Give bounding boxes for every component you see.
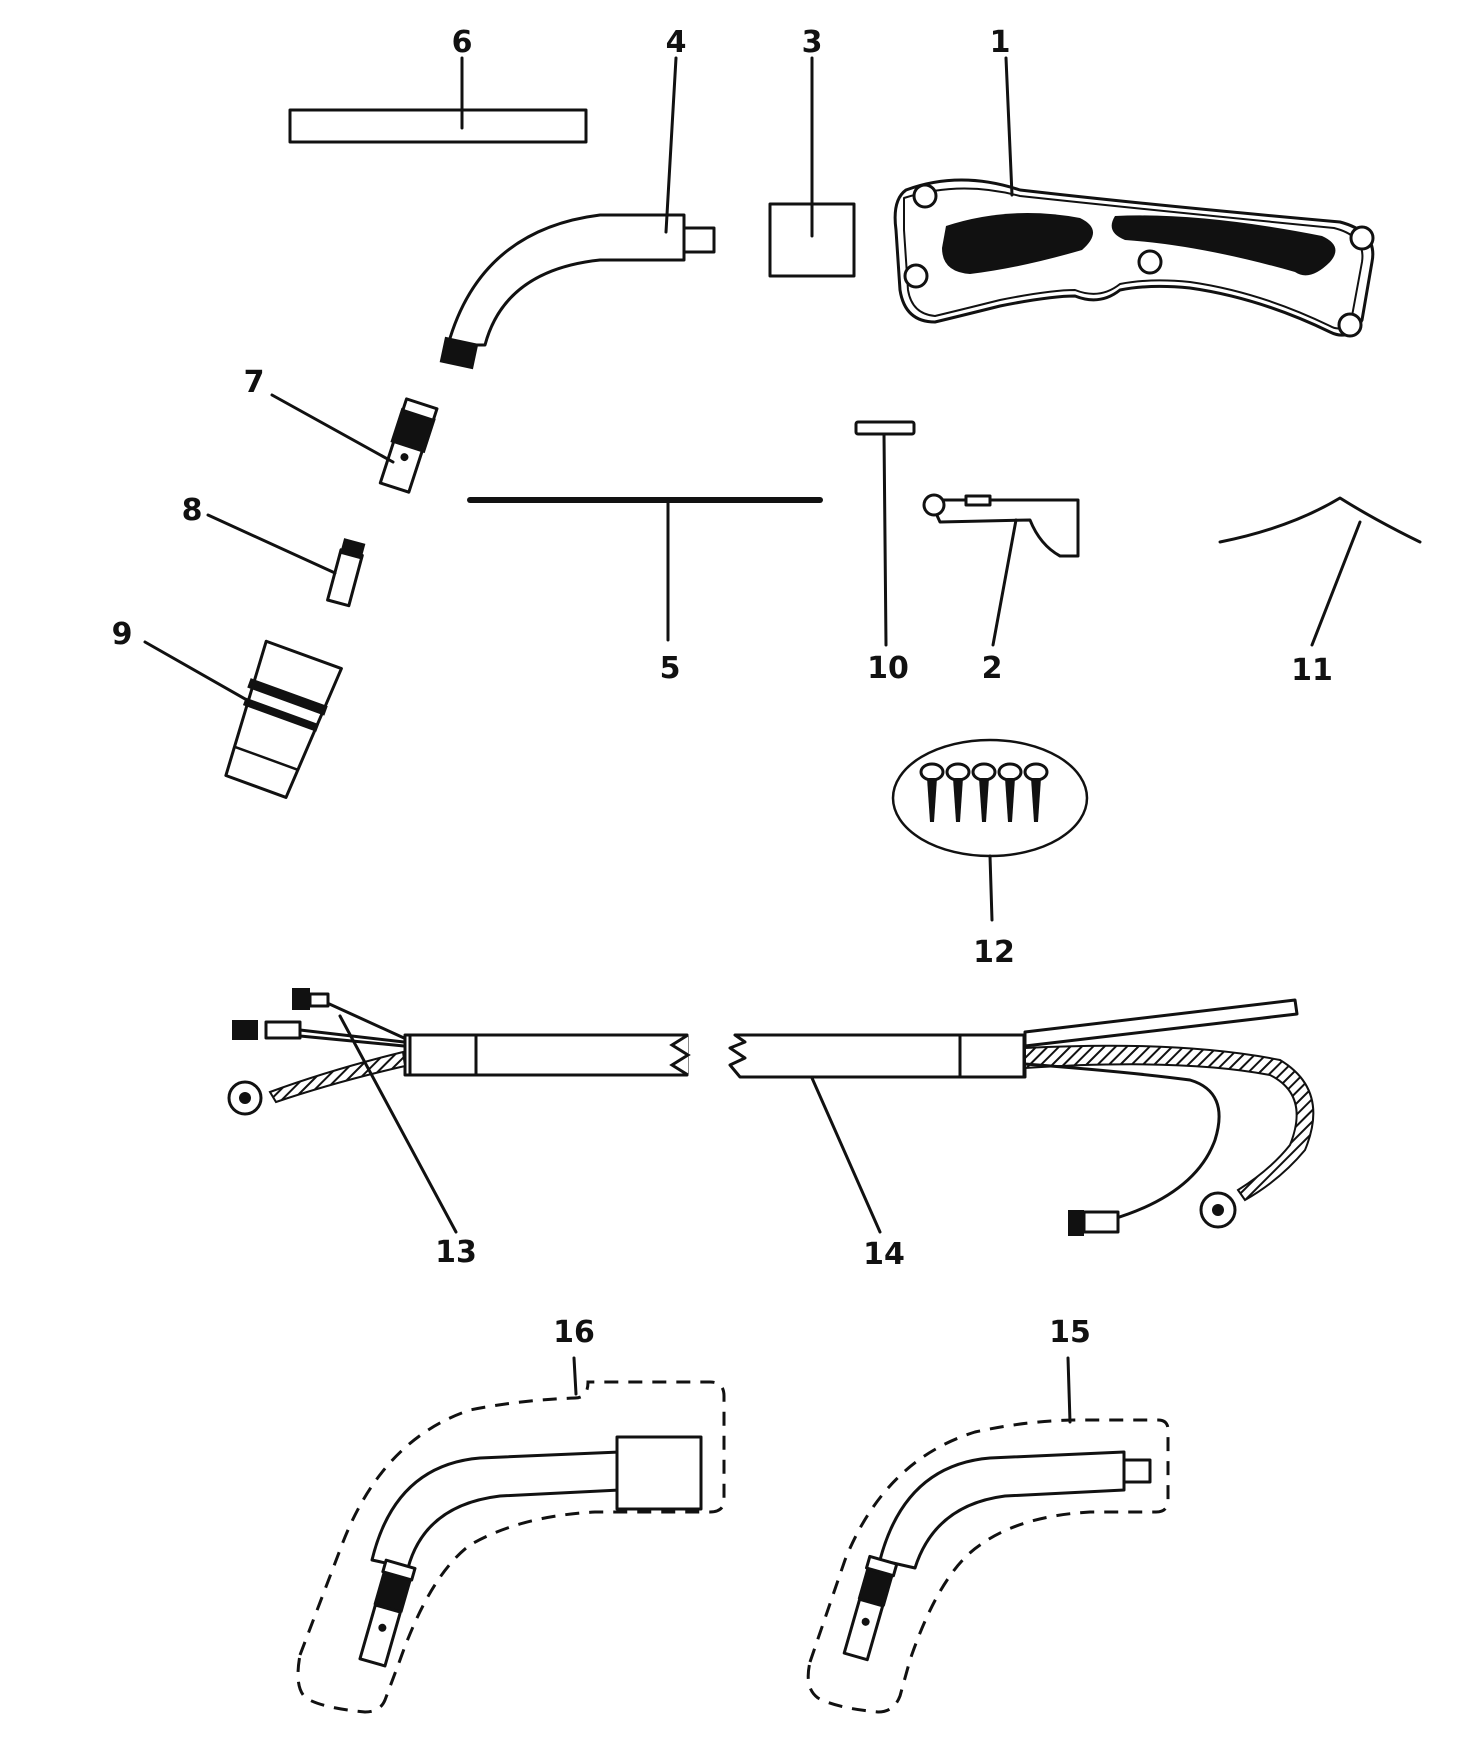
- label-part-10: 10: [867, 651, 909, 686]
- part-8-contact-tip: [206, 513, 366, 608]
- part-6-strip: [288, 56, 588, 144]
- part-9-nozzle: [143, 639, 343, 799]
- part-7-tip-adapter: [270, 393, 439, 494]
- screw: [919, 762, 945, 822]
- part-11-spring: [1218, 496, 1422, 647]
- label-part-5: 5: [660, 651, 681, 686]
- part-4-swan-neck: [439, 56, 716, 370]
- part-15-assembly: [806, 1356, 1170, 1714]
- part-3-block: [768, 56, 856, 278]
- part-labels: 6 4 3 1 7 8 9 5 10 2 11 12 13 14 16 15: [112, 25, 1333, 1350]
- label-part-12: 12: [973, 935, 1015, 970]
- label-part-14: 14: [863, 1237, 905, 1272]
- label-part-3: 3: [802, 25, 823, 60]
- label-part-8: 8: [182, 493, 203, 528]
- part-1-handle: [893, 56, 1375, 338]
- part-2-trigger: [922, 493, 1080, 647]
- label-part-9: 9: [112, 617, 133, 652]
- part-5-rod: [467, 497, 823, 642]
- part-14-cable-right: [728, 998, 1315, 1236]
- label-part-4: 4: [666, 25, 687, 60]
- part-16-assembly: [296, 1356, 726, 1714]
- label-part-1: 1: [990, 25, 1011, 60]
- part-10-t-key: [854, 420, 916, 647]
- label-part-6: 6: [452, 25, 473, 60]
- part-12-screws: [891, 738, 1089, 922]
- part-13-cable-left: [227, 988, 691, 1234]
- label-part-16: 16: [553, 1315, 595, 1350]
- label-part-15: 15: [1049, 1315, 1091, 1350]
- label-part-7: 7: [244, 365, 265, 400]
- label-part-2: 2: [982, 651, 1003, 686]
- label-part-13: 13: [435, 1235, 477, 1270]
- label-part-11: 11: [1291, 653, 1333, 688]
